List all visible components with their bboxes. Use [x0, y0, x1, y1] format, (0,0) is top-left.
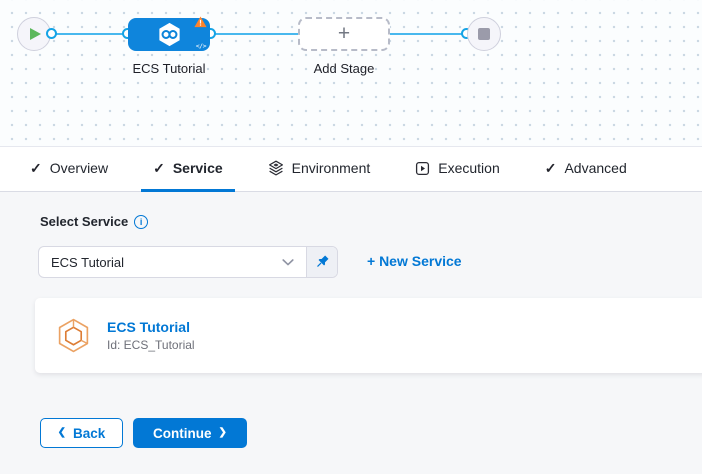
service-card[interactable]: ECS Tutorial Id: ECS_Tutorial: [35, 298, 702, 373]
pipeline-edge: [210, 33, 298, 35]
pipeline-edge: [390, 33, 467, 35]
check-icon: ✓: [544, 159, 557, 176]
chevron-left-icon: ❮: [57, 427, 67, 438]
tab-label: Overview: [49, 160, 109, 176]
tab-label: Environment: [291, 160, 371, 176]
back-button-label: Back: [73, 425, 106, 441]
plus-icon: +: [337, 21, 351, 45]
service-card-text: ECS Tutorial Id: ECS_Tutorial: [107, 319, 195, 352]
check-icon: ✓: [153, 159, 165, 176]
pin-icon: [317, 255, 329, 267]
warning-icon: [194, 16, 207, 28]
pin-service-button[interactable]: [306, 247, 337, 277]
tab-service[interactable]: ✓ Service: [141, 147, 235, 192]
tab-advanced[interactable]: ✓ Advanced: [533, 147, 639, 192]
tab-label: Execution: [438, 160, 500, 176]
service-card-id: Id: ECS_Tutorial: [107, 338, 195, 352]
connector-dot: [46, 28, 57, 39]
back-button[interactable]: ❮ Back: [40, 418, 123, 448]
continue-button[interactable]: Continue ❯: [133, 418, 247, 448]
select-service-label: Select Service i: [40, 214, 149, 229]
chevron-right-icon: ❯: [218, 427, 227, 438]
service-select-group: ECS Tutorial: [38, 246, 338, 278]
check-icon: ✓: [30, 159, 42, 176]
stage-node-label: ECS Tutorial: [132, 61, 206, 76]
pipeline-end-node[interactable]: [467, 17, 501, 51]
stage-node-ecs-tutorial[interactable]: </>: [128, 16, 210, 51]
environment-icon: [268, 160, 283, 176]
service-card-title[interactable]: ECS Tutorial: [107, 319, 190, 335]
tab-environment[interactable]: Environment: [256, 147, 383, 192]
stage-tabbar: ✓ Overview ✓ Service Environment Executi…: [0, 147, 702, 192]
tab-overview[interactable]: ✓ Overview: [18, 147, 120, 192]
new-service-button[interactable]: + New Service: [367, 253, 462, 269]
play-icon: [30, 28, 41, 40]
tab-label: Advanced: [564, 160, 627, 176]
continue-button-label: Continue: [153, 425, 212, 441]
tab-execution[interactable]: Execution: [403, 147, 511, 192]
pipeline-start-node[interactable]: [17, 17, 51, 51]
add-stage-label: Add Stage: [313, 61, 375, 76]
pipeline-edge: [52, 33, 128, 35]
select-service-text: Select Service: [40, 214, 129, 229]
service-select-value: ECS Tutorial: [51, 254, 124, 270]
stop-icon: [478, 28, 490, 40]
deploy-stage-icon: [158, 22, 180, 47]
chevron-down-icon: [282, 258, 294, 265]
service-select-dropdown[interactable]: ECS Tutorial: [39, 247, 306, 277]
execution-icon: [416, 161, 430, 175]
add-stage-button[interactable]: +: [298, 17, 390, 51]
service-hexagon-icon: [58, 318, 89, 353]
tab-label: Service: [172, 160, 223, 176]
pipeline-graph-canvas[interactable]: </> ECS Tutorial + Add Stage: [0, 0, 702, 147]
code-icon[interactable]: </>: [195, 42, 207, 50]
info-icon[interactable]: i: [134, 214, 149, 229]
